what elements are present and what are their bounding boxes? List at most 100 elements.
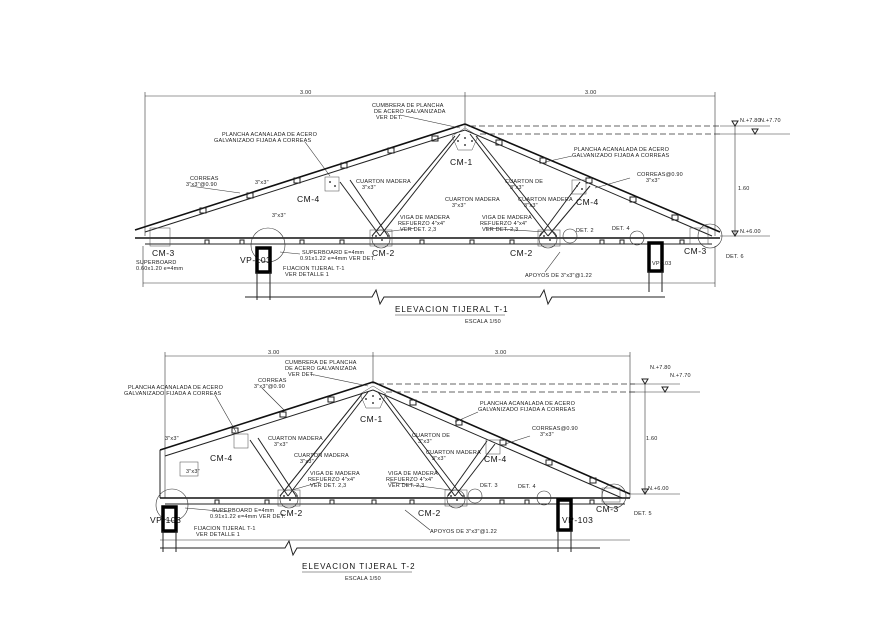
- t1-chord-left: 3"x3": [255, 180, 269, 186]
- t1-ridge-note-3: VER DET.: [376, 115, 403, 121]
- t1-superboard-left-2: 0.60x1.20 e=4mm: [136, 266, 183, 272]
- t1-vp-right: VP-103: [652, 261, 672, 267]
- t2-ridge-note-1: CUMBRERA DE PLANCHA: [285, 360, 357, 366]
- t1-apoyos: APOYOS DE 3"x3"@1.22: [525, 273, 592, 279]
- t2-sheet-right-2: GALVANIZADO FIJADA A CORREAS: [478, 407, 576, 413]
- t2-correas-right-1: CORREAS@0.90: [532, 426, 578, 432]
- t2-correas-left-1: CORREAS: [258, 378, 287, 384]
- t1-dim-height: 1.60: [738, 186, 750, 192]
- t2-sheet-left-1: PLANCHA ACANALADA DE ACERO: [128, 385, 224, 391]
- t2-sheet-right-1: PLANCHA ACANALADA DE ACERO: [480, 401, 576, 407]
- svg-text:CUMBRERA DE PLANCHA: CUMBRERA DE PLANCHA: [372, 103, 444, 109]
- t2-cuarton-l1: CUARTON MADERA: [268, 436, 323, 442]
- t1-level-top-a: N.+7.80: [740, 118, 761, 124]
- t1-det-a: DET. 2: [576, 228, 594, 234]
- t2-viga-right-2: REFUERZO 4"x4": [386, 477, 433, 483]
- t2-viga-right-3: VER DET. 2,3: [388, 483, 424, 489]
- t1-cuarton-right-3: CUARTON MADERA: [518, 197, 573, 203]
- t2-cm4-b: CM-4: [484, 454, 507, 464]
- t2-fijacion-2: VER DETALLE 1: [196, 532, 240, 538]
- t2-scale: ESCALA 1/50: [345, 576, 381, 582]
- t1-cuarton-right-4: 3"x3": [524, 203, 538, 209]
- t1-sheet-left-2: GALVANIZADO FIJADA A CORREAS: [214, 138, 312, 144]
- t2-level-top-b: N.+7.70: [670, 373, 691, 379]
- t2-apoyos: APOYOS DE 3"x3"@1.22: [430, 529, 497, 535]
- t1-viga-left-1: VIGA DE MADERA: [400, 215, 450, 221]
- t2-title: ELEVACION TIJERAL T-2: [302, 562, 416, 571]
- t2-sheet-left-2: GALVANIZADO FIJADA A CORREAS: [124, 391, 222, 397]
- t1-title: ELEVACION TIJERAL T-1: [395, 305, 509, 314]
- t1-fijacion-2: VER DETALLE 1: [285, 272, 329, 278]
- t1-cuarton-center-r-2: 3"x3": [452, 203, 466, 209]
- t2-correas-left-2: 3"x3"@0.90: [254, 384, 285, 390]
- t2-cuarton-l3: CUARTON MADERA: [294, 453, 349, 459]
- t1-sheet-right-1: PLANCHA ACANALADA DE ACERO: [574, 147, 670, 153]
- t1-viga-left-2: REFUERZO 4"x4": [398, 221, 445, 227]
- t2-ridge-note-3: VER DET.: [288, 372, 315, 378]
- t2-cuarton-right-1: CUARTON DE: [412, 433, 450, 439]
- t2-superboard-1: SUPERBOARD E=4mm: [212, 508, 275, 514]
- t1-cm1: CM-1: [450, 157, 473, 167]
- t1-correas-right-1: CORREAS@0.90: [637, 172, 683, 178]
- t2-det-b: DET. 4: [518, 484, 536, 490]
- t2-dim-height: 1.60: [646, 436, 658, 442]
- t2-det-a: DET. 3: [480, 483, 498, 489]
- t1-sheet-right-2: GALVANIZADO FIJADA A CORREAS: [572, 153, 670, 159]
- t1-viga-right-2: REFUERZO 4"x4": [480, 221, 527, 227]
- t1-sheet-left-1: PLANCHA ACANALADA DE ACERO: [222, 132, 318, 138]
- t2-cuarton-r4: 3"x3": [432, 456, 446, 462]
- t1-scale: ESCALA 1/50: [465, 319, 501, 325]
- t1-cm4-b: CM-4: [576, 197, 599, 207]
- t1-viga-right-3: VER DET. 2,3: [482, 227, 518, 233]
- t2-fijacion-1: FIJACION TIJERAL T-1: [194, 526, 256, 532]
- t1-ridge-note-1: CUMBRERA DE PLANCHA: [372, 103, 444, 109]
- t1-superboard-2: 0.91x1.22 e=4mm VER DET.: [300, 256, 376, 262]
- t2-cuarton-right-2: 3"x3": [418, 439, 432, 445]
- t2-viga-right-1: VIGA DE MADERA: [388, 471, 438, 477]
- t1-chord-left-b: 3"x3": [272, 213, 286, 219]
- t2-cuarton-l4: 3"x3": [300, 459, 314, 465]
- t2-dim-right: 3.00: [495, 350, 507, 356]
- t2-vp-right: VP-103: [562, 515, 593, 525]
- t2-chord-left: 3"x3": [165, 436, 179, 442]
- t1-det-c: DET. 6: [726, 254, 744, 260]
- t2-chord-left-b: 3"x3": [186, 469, 200, 475]
- t2-cm3: CM-3: [596, 504, 619, 514]
- t1-vp-left: VP-103: [240, 255, 271, 265]
- t2-vp-left: VP-103: [150, 515, 181, 525]
- t1-correas-left-1: CORREAS: [190, 176, 219, 182]
- t1-cm3-b: CM-3: [684, 246, 707, 256]
- t1-dim-left: 3.00: [300, 90, 312, 96]
- t1-cm2-b: CM-2: [510, 248, 533, 258]
- t1-correas-left-2: 3"x3"@0.90: [186, 182, 217, 188]
- t2-cm4-a: CM-4: [210, 453, 233, 463]
- t2-cuarton-l2: 3"x3": [274, 442, 288, 448]
- t2-ridge-note-2: DE ACERO GALVANIZADA: [285, 366, 357, 372]
- t1-fijacion-1: FIJACION TIJERAL T-1: [283, 266, 345, 272]
- t2-level-top-a: N.+7.80: [650, 365, 671, 371]
- t2-level-base: N.+6.00: [648, 486, 669, 492]
- t1-cuarton-center-r-1: CUARTON MADERA: [445, 197, 500, 203]
- t1-ridge-note-2: DE ACERO GALVANIZADA: [374, 109, 446, 115]
- t1-superboard-left-1: SUPERBOARD: [136, 260, 177, 266]
- t2-det-c: DET. 5: [634, 511, 652, 517]
- t1-viga-left-3: VER DET. 2,3: [400, 227, 436, 233]
- t1-cuarton-right-2: 3"x3": [510, 185, 524, 191]
- svg-text:DE ACERO GALVANIZADA: DE ACERO GALVANIZADA: [374, 109, 446, 115]
- t1-level-base: N.+6.00: [740, 229, 761, 235]
- t2-cm1: CM-1: [360, 414, 383, 424]
- t2-cm2-a: CM-2: [280, 508, 303, 518]
- t1-dim-right: 3.00: [585, 90, 597, 96]
- t1-superboard-1: SUPERBOARD E=4mm: [302, 250, 365, 256]
- t1-det-b: DET. 4: [612, 226, 630, 232]
- t1-cuarton-center-l-1: CUARTON MADERA: [356, 179, 411, 185]
- t2-viga-left-2: REFUERZO 4"x4": [308, 477, 355, 483]
- t1-cuarton-right-1: CUARTON DE: [505, 179, 543, 185]
- t1-cm3-a: CM-3: [152, 248, 175, 258]
- svg-text:VER DET.: VER DET.: [376, 115, 403, 121]
- t1-cm4-a: CM-4: [297, 194, 320, 204]
- truss-t2: 3.00 3.00: [124, 350, 700, 582]
- t2-dim-left: 3.00: [268, 350, 280, 356]
- t1-cm2-a: CM-2: [372, 248, 395, 258]
